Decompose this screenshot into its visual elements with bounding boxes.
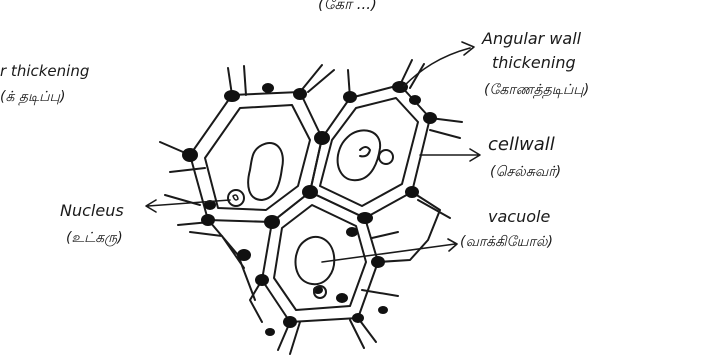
nucleolus bbox=[232, 194, 239, 201]
cell-wall-top-left-inner bbox=[204, 104, 311, 211]
nucleus-label-line1: Nucleus bbox=[60, 201, 124, 220]
thickening-dot bbox=[201, 214, 215, 226]
thickening-dot bbox=[314, 131, 330, 145]
arrow-vacuole bbox=[321, 238, 458, 263]
thickening-dot bbox=[265, 328, 275, 336]
thickening-dot bbox=[293, 88, 307, 100]
top-fragment-label: (கோ ...) bbox=[318, 0, 377, 13]
thickening-dot bbox=[204, 200, 216, 210]
thickening-dot bbox=[302, 185, 318, 199]
vacuole-top-right-inner bbox=[359, 146, 371, 158]
cellwall-label-line1: cellwall bbox=[488, 134, 555, 155]
angular-wall-label-line2: thickening bbox=[492, 53, 576, 72]
thickening-dot bbox=[352, 313, 364, 323]
outer-wall-right bbox=[371, 117, 463, 263]
vacuole-bottom bbox=[294, 235, 336, 286]
thickening-dot bbox=[423, 112, 437, 124]
thickening-dot bbox=[255, 274, 269, 286]
vacuole-label-line1: vacuole bbox=[488, 207, 550, 226]
vacuole-top-right bbox=[336, 129, 382, 182]
angular-wall-label-line3: (கோணத்தடிப்பு) bbox=[484, 82, 589, 99]
arrow-nucleus bbox=[145, 199, 231, 213]
labels: r thickening (க் தடிப்பு) Angular wall t… bbox=[0, 29, 589, 250]
arrow-cellwall bbox=[419, 148, 481, 162]
cell-wall-bottom-inner bbox=[273, 204, 367, 311]
nucleus-top-right bbox=[378, 149, 394, 165]
thickening-dot bbox=[346, 227, 358, 237]
vacuole-label-line2: (வாக்கியோல்) bbox=[460, 234, 553, 250]
outer-wall-bottom bbox=[249, 279, 399, 355]
thickening-dot bbox=[224, 90, 240, 102]
outer-wall-left bbox=[159, 141, 256, 301]
cellwall-label-line2: (செல்சுவர்) bbox=[490, 164, 561, 180]
cell-walls bbox=[159, 59, 463, 355]
nucleus-label-line2: (உட்கரு) bbox=[66, 230, 123, 247]
angular-thickenings bbox=[182, 81, 437, 336]
outer-wall-top bbox=[227, 59, 425, 99]
thickening-dot bbox=[262, 83, 274, 93]
thickening-dot bbox=[357, 212, 373, 224]
nucleus-bottom bbox=[313, 285, 327, 299]
thickening-dot bbox=[336, 293, 348, 303]
leader-lines bbox=[145, 41, 481, 263]
thickening-dot bbox=[405, 186, 419, 198]
thickening-dot bbox=[371, 256, 385, 268]
thickening-dot bbox=[237, 249, 251, 261]
thickening-dot bbox=[409, 95, 421, 105]
cell-wall-top-right-inner bbox=[319, 97, 419, 207]
vacuole-top-left bbox=[247, 142, 284, 201]
left-thickening-label-line2: (க் தடிப்பு) bbox=[0, 89, 65, 106]
left-thickening-label-line1: r thickening bbox=[0, 62, 89, 80]
arrow-angular-wall bbox=[403, 41, 475, 87]
thickening-dot bbox=[343, 91, 357, 103]
thickening-dot bbox=[378, 306, 388, 314]
thickening-dot bbox=[283, 316, 297, 328]
thickening-dot bbox=[264, 215, 280, 229]
cell-contents bbox=[227, 129, 394, 299]
angular-wall-label-line1: Angular wall bbox=[481, 29, 582, 48]
nucleus-top-left bbox=[227, 189, 245, 207]
thickening-dot bbox=[182, 148, 198, 162]
thickening-dot bbox=[392, 81, 408, 93]
